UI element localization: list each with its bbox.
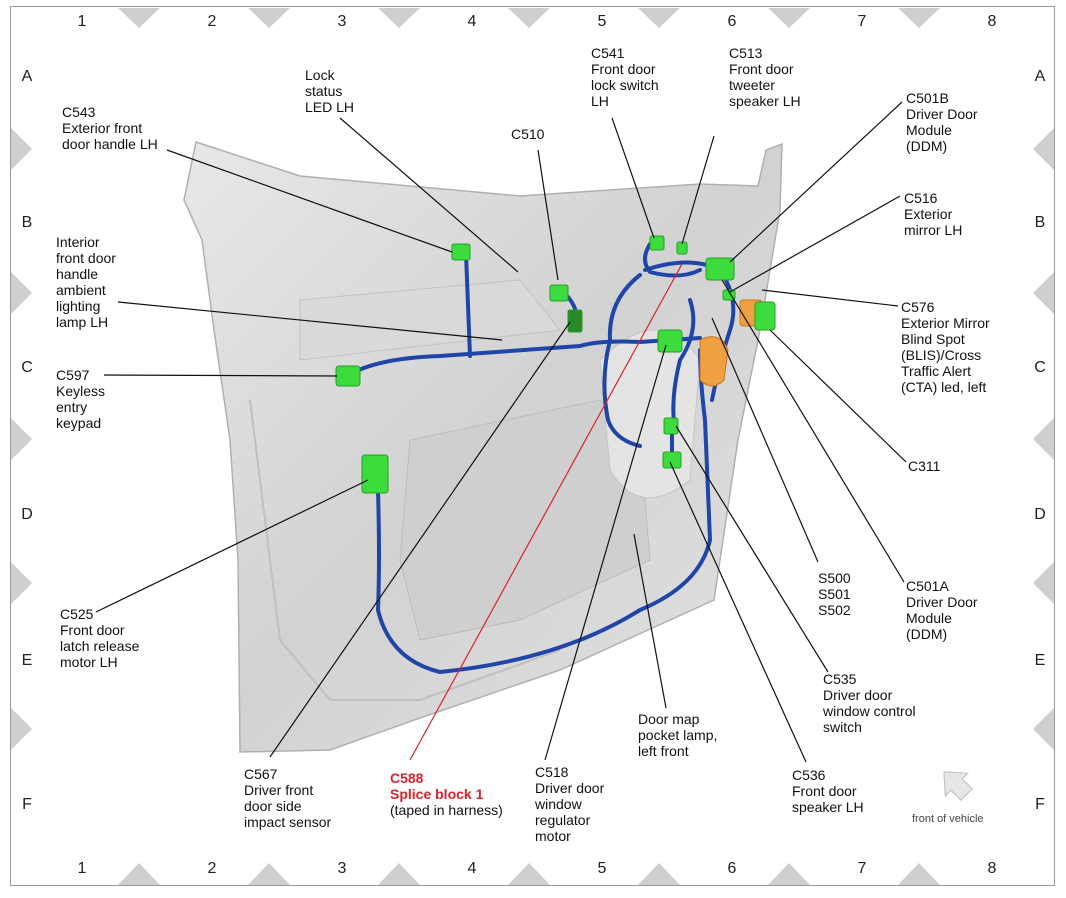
grid-col-bottom-7: 7 [857, 860, 867, 877]
leader-c535 [675, 425, 829, 673]
connector-c543 [451, 243, 471, 261]
grid-row-right-d: D [1034, 506, 1046, 523]
connector-c501b [705, 257, 735, 281]
grid-col-top-3: 3 [337, 13, 347, 30]
grid-col-top-7: 7 [857, 13, 867, 30]
grid-col-top-2: 2 [207, 13, 217, 30]
grid-row-right-a: A [1034, 68, 1046, 85]
leader-c597 [103, 374, 338, 377]
leader-c311 [769, 329, 907, 463]
leader-c541 [611, 117, 655, 239]
grid-col-top-1: 1 [77, 13, 87, 30]
grid-row-left-f: F [22, 796, 32, 813]
grid-col-top-8: 8 [987, 13, 997, 30]
leader-s500 [711, 317, 819, 563]
grid-col-bottom-5: 5 [597, 860, 607, 877]
leader-c567 [269, 321, 571, 758]
leader-c501b [729, 101, 903, 263]
door-panel [183, 141, 783, 753]
connector-c567 [567, 309, 583, 333]
grid-row-right-e: E [1034, 652, 1046, 669]
grid-row-right-f: F [1035, 796, 1045, 813]
grid-row-right-c: C [1034, 359, 1046, 376]
grid-col-bottom-3: 3 [337, 860, 347, 877]
grid-row-left-b: B [21, 214, 33, 231]
leader-ambient [117, 301, 503, 341]
leader-c576 [761, 289, 899, 307]
connector-c510 [549, 284, 569, 302]
grid-col-bottom-6: 6 [727, 860, 737, 877]
grid-markers [11, 8, 1054, 885]
front-of-vehicle-label: front of vehicle [912, 813, 984, 825]
leader-c516 [729, 195, 901, 293]
connector-c518 [657, 329, 683, 353]
leader-c588 [409, 263, 683, 761]
leader-c525 [95, 479, 369, 613]
front-of-vehicle-arrow-icon [943, 771, 973, 801]
label-c510: C510 [511, 126, 545, 142]
grid-col-bottom-2: 2 [207, 860, 217, 877]
grid-row-left-e: E [21, 652, 33, 669]
leader-c510 [537, 149, 559, 281]
grid-col-bottom-1: 1 [77, 860, 87, 877]
connectors [335, 235, 776, 494]
grid-col-bottom-4: 4 [467, 860, 477, 877]
connector-c536 [662, 451, 682, 469]
leader-c501a [721, 279, 905, 583]
connector-c525 [361, 454, 389, 494]
connector-c535 [663, 417, 679, 435]
leader-lines [95, 101, 907, 763]
grid-row-left-d: D [21, 506, 33, 523]
connector-c541 [649, 235, 665, 251]
grid-col-top-6: 6 [727, 13, 737, 30]
leader-map-lamp [633, 533, 667, 709]
grid-col-top-5: 5 [597, 13, 607, 30]
label-c311: C311 [908, 458, 941, 474]
leader-c536 [669, 461, 807, 763]
grid-col-top-4: 4 [467, 13, 477, 30]
leader-lock-led [339, 117, 519, 273]
leader-c543 [166, 149, 453, 253]
connector-c576 [754, 301, 776, 331]
connector-c597 [335, 365, 361, 387]
grid-row-left-a: A [21, 68, 33, 85]
leader-c518 [544, 344, 667, 761]
grid-row-left-c: C [21, 359, 33, 376]
leader-c513 [681, 135, 715, 245]
grid-row-right-b: B [1034, 214, 1046, 231]
grid-col-bottom-8: 8 [987, 860, 997, 877]
